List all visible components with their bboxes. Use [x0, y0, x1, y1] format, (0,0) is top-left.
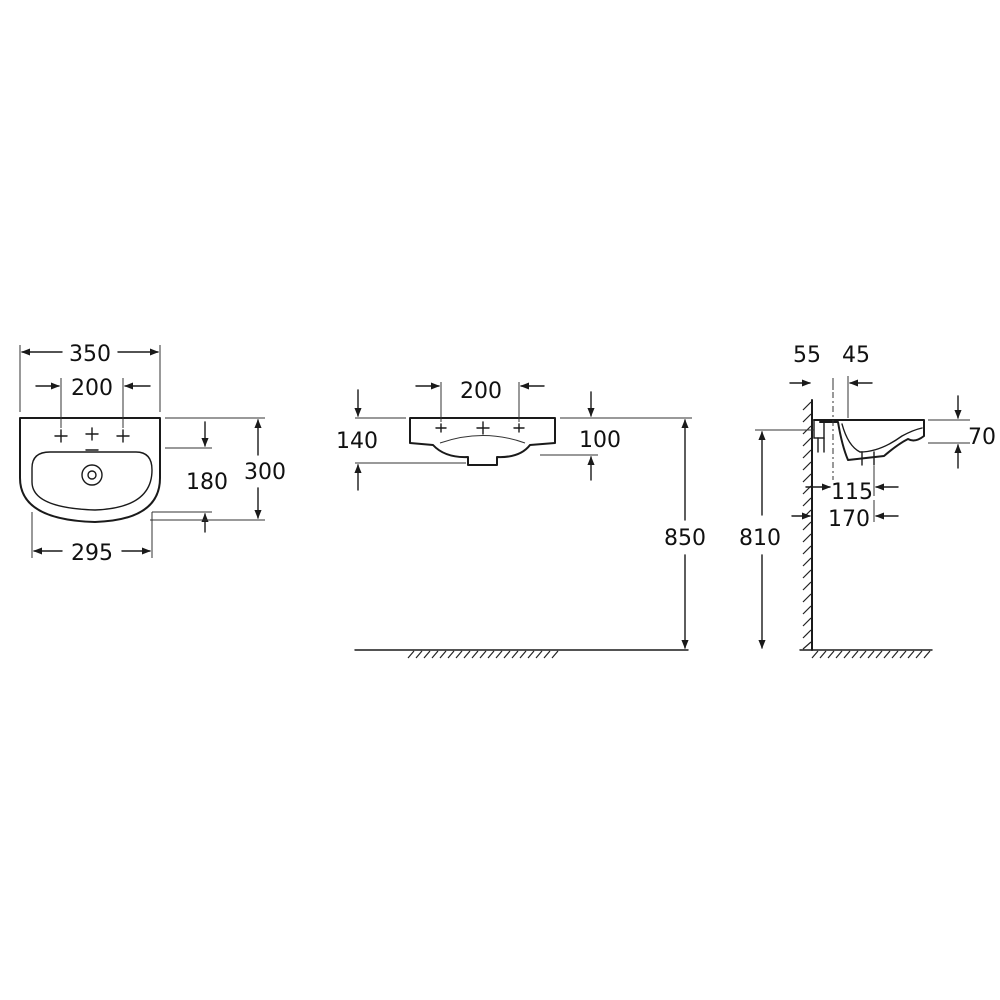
side-tap-hole-left-icon: [435, 423, 447, 433]
dim-front-overall-depth: 300: [244, 460, 286, 485]
dim-section-overhang: 45: [842, 343, 870, 368]
dim-front-overall-width: 350: [69, 342, 111, 367]
side-tap-hole-right-icon: [513, 423, 525, 433]
drain-icon: [81, 464, 103, 486]
drain-inner-icon: [87, 470, 97, 480]
dim-side-basin-height: 140: [336, 429, 378, 454]
side-view: 200 140 100 850: [336, 379, 706, 659]
side-tap-hole-center-icon: [476, 421, 490, 435]
side-floor-hatch: [407, 650, 559, 659]
dim-front-tap-spacing: 200: [71, 376, 113, 401]
section-bracket: [813, 419, 825, 439]
dim-side-rim-depth: 100: [579, 428, 621, 453]
front-basin-outline: [19, 417, 161, 523]
section-floor-hatch: [811, 650, 931, 659]
dim-section-rim-thickness: 70: [968, 425, 996, 450]
dim-section-outlet-depth: 170: [828, 507, 870, 532]
dim-side-rim-height: 850: [664, 526, 706, 551]
dim-section-fixing-height: 810: [739, 526, 781, 551]
dim-side-tap-spacing: 200: [460, 379, 502, 404]
dim-section-bracket-depth: 115: [831, 480, 873, 505]
front-bowl-outline: [31, 451, 153, 511]
tap-hole-right-icon: [116, 429, 130, 443]
dim-front-bowl-width: 295: [71, 541, 113, 566]
front-view: 350 200 295 180 300: [19, 342, 286, 566]
dim-section-wall-gap: 55: [793, 343, 821, 368]
tap-hole-center-icon: [85, 427, 99, 441]
section-basin-profile: [813, 419, 925, 461]
side-basin-outline: [409, 417, 556, 466]
section-wall-hatch: [802, 401, 812, 650]
section-view: 55 45 70 115 170 810: [739, 343, 996, 659]
dim-front-bowl-depth: 180: [186, 470, 228, 495]
tap-hole-left-icon: [54, 429, 68, 443]
